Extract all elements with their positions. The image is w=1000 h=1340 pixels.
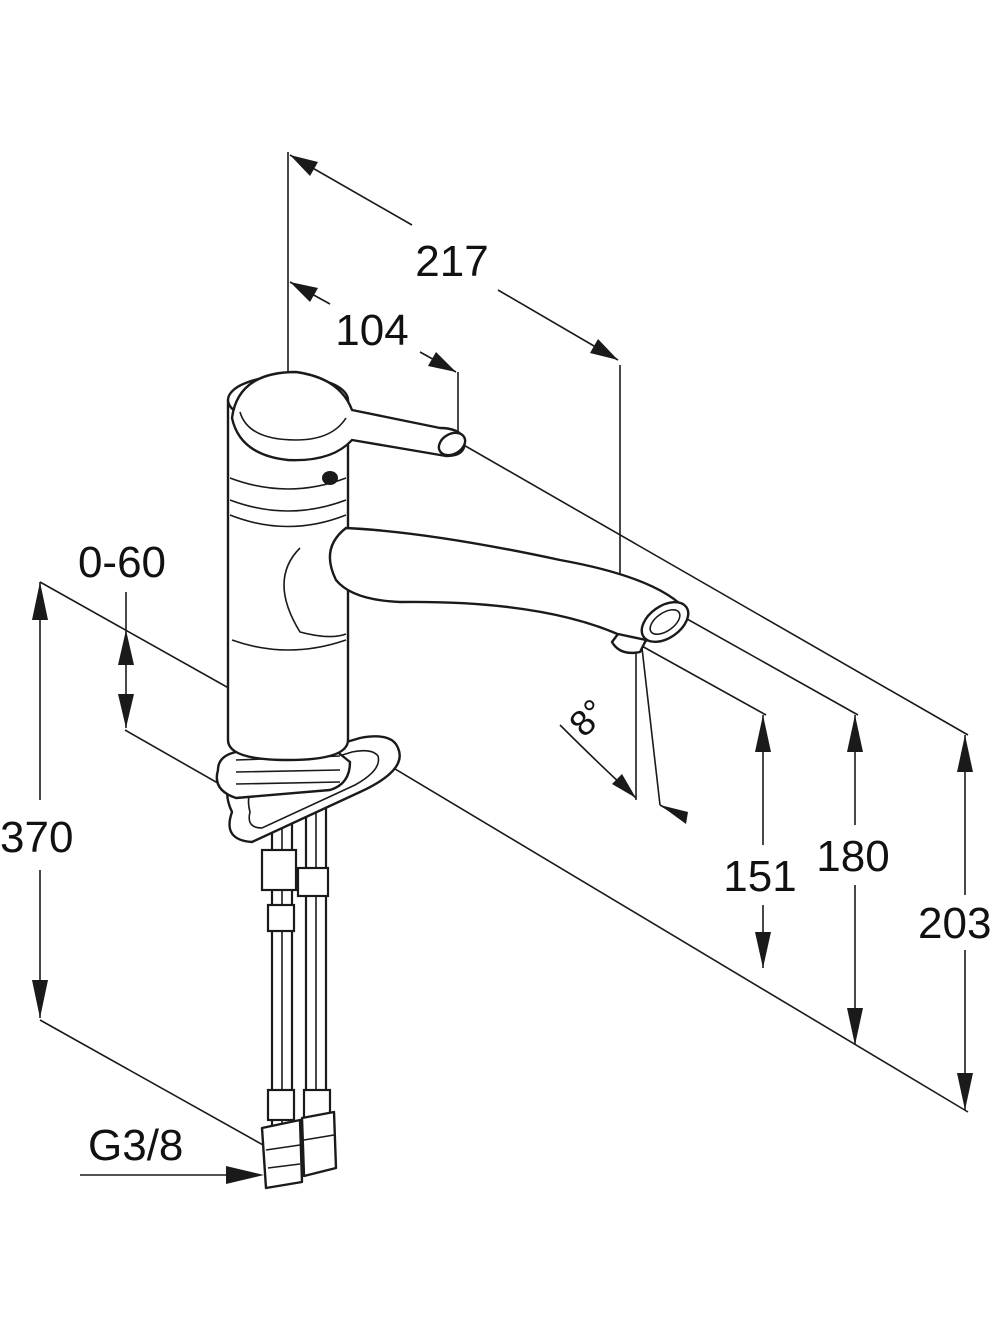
label-104: 104 <box>335 306 408 355</box>
label-370: 370 <box>0 813 73 862</box>
dimension-104 <box>289 281 457 373</box>
connection-nuts <box>260 1110 338 1190</box>
lever-screw <box>322 471 338 485</box>
dimension-angle <box>559 647 688 824</box>
dimension-g38 <box>80 1166 264 1184</box>
label-203: 203 <box>918 899 991 948</box>
dimension-370 <box>32 582 48 1018</box>
dimension-180 <box>847 715 863 1045</box>
tap-lever <box>230 370 467 485</box>
label-0-60: 0-60 <box>78 538 166 587</box>
label-151: 151 <box>723 852 796 901</box>
label-angle: 8° <box>561 691 614 744</box>
label-217: 217 <box>415 237 488 286</box>
extension-lines <box>39 152 969 1151</box>
dimension-0-60 <box>118 592 134 728</box>
supply-hoses <box>260 788 332 1142</box>
dimension-217 <box>289 154 619 361</box>
label-g38: G3/8 <box>88 1121 183 1170</box>
dimension-151 <box>755 715 771 968</box>
label-180: 180 <box>816 832 889 881</box>
tap-spout <box>328 526 690 655</box>
dimension-203 <box>957 735 973 1110</box>
